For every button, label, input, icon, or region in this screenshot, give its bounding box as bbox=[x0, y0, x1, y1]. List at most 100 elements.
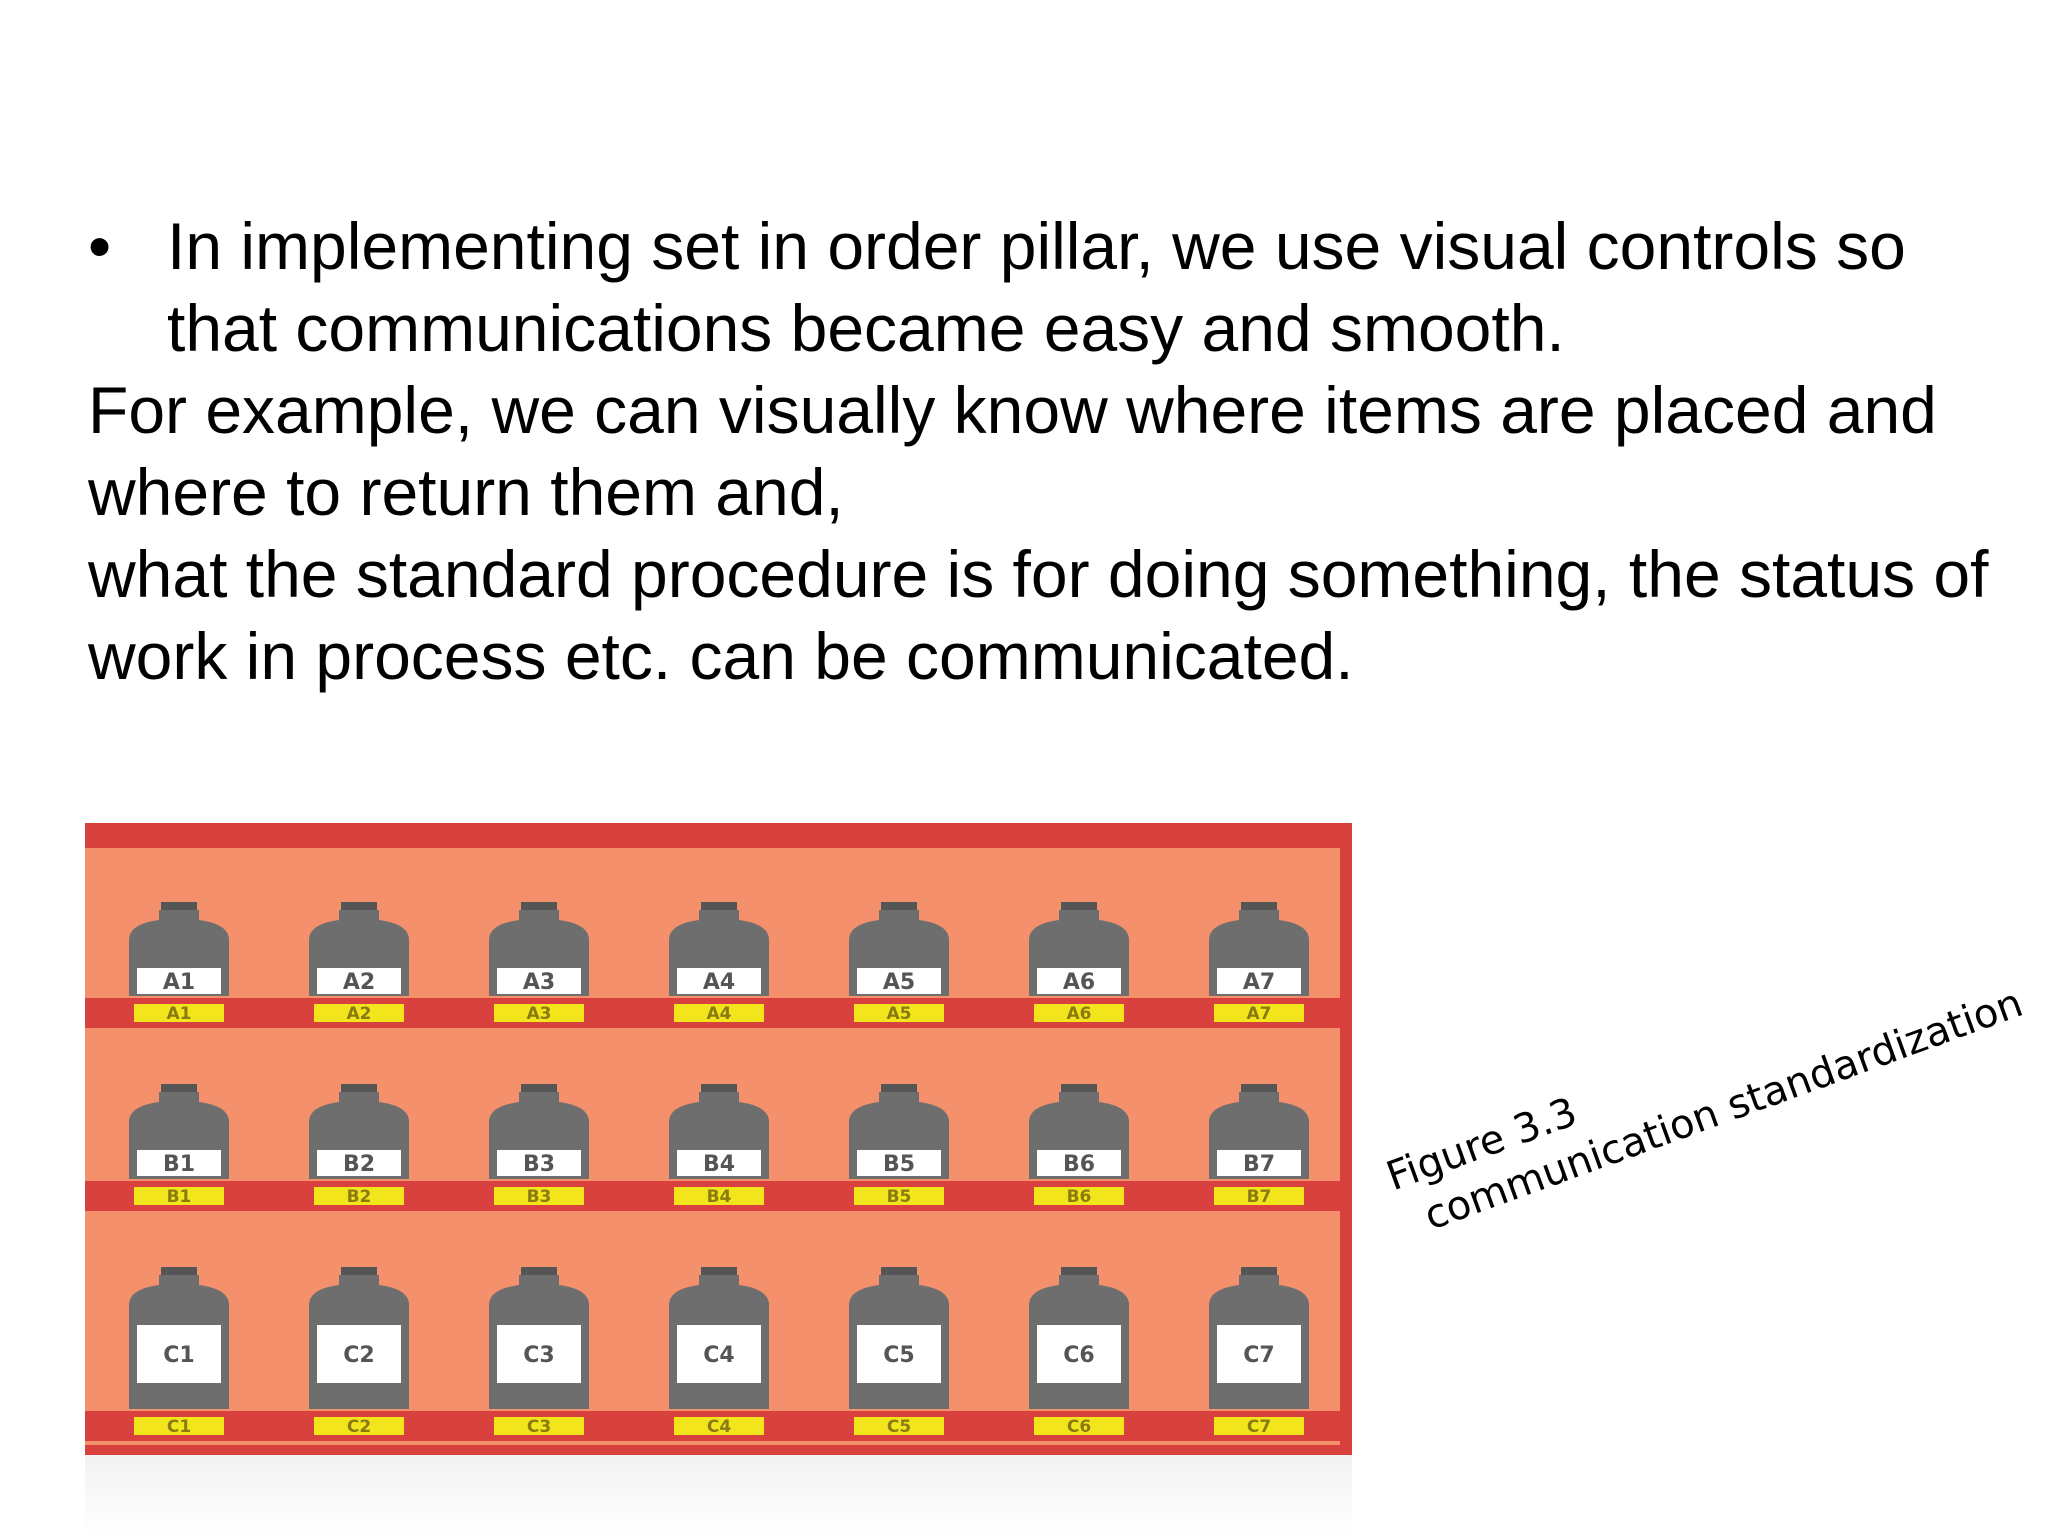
bottle-shoulder bbox=[1029, 1092, 1129, 1122]
shelf-tape bbox=[134, 1004, 224, 1022]
bottle-label-text: C4 bbox=[703, 1343, 734, 1368]
bottle-shoulder bbox=[129, 1092, 229, 1122]
bottle-shoulder bbox=[309, 1092, 409, 1122]
bottle-label bbox=[497, 968, 581, 994]
bottle-label-text: B7 bbox=[1243, 1152, 1275, 1177]
bottle-shoulder bbox=[849, 1092, 949, 1122]
bottle-shoulder bbox=[489, 1092, 589, 1122]
bottle-shoulder bbox=[489, 910, 589, 940]
bottle-shoulder bbox=[129, 1275, 229, 1305]
bottle-shoulder bbox=[1209, 1092, 1309, 1122]
figure-caption: Figure 3.3 communication standardization bbox=[1380, 931, 2029, 1249]
bottle-shoulder bbox=[669, 910, 769, 940]
bottle-cap bbox=[1061, 1084, 1097, 1094]
bottle-label bbox=[1217, 1325, 1301, 1383]
shelf-tape-text: A5 bbox=[887, 1004, 912, 1024]
shelf-tape bbox=[314, 1417, 404, 1435]
shelf-tape bbox=[494, 1004, 584, 1022]
bottle-label-text: A6 bbox=[1063, 970, 1095, 995]
paragraph-example: For example, we can visually know where … bbox=[88, 373, 1937, 529]
bottle-cap bbox=[341, 1084, 377, 1094]
bottle-label bbox=[497, 1150, 581, 1176]
bottle-cap bbox=[881, 1267, 917, 1277]
bottle-label bbox=[677, 1150, 761, 1176]
shelf-tape-text: C7 bbox=[1247, 1417, 1271, 1437]
bottle-label-text: B5 bbox=[883, 1152, 915, 1177]
shelf-tape bbox=[1214, 1004, 1304, 1022]
shelf-tape bbox=[854, 1004, 944, 1022]
bottle-label bbox=[677, 1325, 761, 1383]
paragraph-procedure: what the standard procedure is for doing… bbox=[88, 537, 1989, 693]
bottle-cap bbox=[341, 1267, 377, 1277]
bottle-label bbox=[1217, 968, 1301, 994]
bottle-label-text: B6 bbox=[1063, 1152, 1095, 1177]
bottle-cap bbox=[521, 1267, 557, 1277]
shelf-tape bbox=[674, 1004, 764, 1022]
bottle-cap bbox=[521, 1084, 557, 1094]
shelf-tape-text: C5 bbox=[887, 1417, 911, 1437]
bottle-cap bbox=[521, 902, 557, 912]
shelf-tape bbox=[1214, 1417, 1304, 1435]
shelf-tape bbox=[134, 1187, 224, 1205]
bottle-shoulder bbox=[849, 910, 949, 940]
shelf-tape-text: C4 bbox=[707, 1417, 731, 1437]
shelf-tape-text: B2 bbox=[347, 1187, 372, 1207]
figure-number: Figure 3.3 bbox=[1380, 1088, 1583, 1201]
shelf-tape-text: B1 bbox=[167, 1187, 192, 1207]
bottle-cap bbox=[1061, 902, 1097, 912]
bottle-cap bbox=[881, 1084, 917, 1094]
bottle-label bbox=[317, 1150, 401, 1176]
bottle-label-text: A5 bbox=[883, 970, 915, 995]
bottle-shoulder bbox=[489, 1275, 589, 1305]
bottle-shoulder bbox=[1209, 1275, 1309, 1305]
bottle-label bbox=[857, 1325, 941, 1383]
bottle-cap bbox=[161, 1084, 197, 1094]
bottle-label bbox=[677, 968, 761, 994]
bottle-label-text: C7 bbox=[1243, 1343, 1274, 1368]
bottle-cap bbox=[341, 902, 377, 912]
shelf-tape bbox=[854, 1187, 944, 1205]
shelf-tape-text: B6 bbox=[1067, 1187, 1092, 1207]
bottle-cap bbox=[881, 902, 917, 912]
bottle-label bbox=[137, 1325, 221, 1383]
shelf-illustration: A1A1A2A2A3A3A4A4A5A5A6A6A7A7B1B1B2B2B3B3… bbox=[85, 823, 1352, 1455]
bottle-label bbox=[1037, 968, 1121, 994]
bullet-item: • In implementing set in order pillar, w… bbox=[88, 205, 2018, 369]
shelf-tape-text: B5 bbox=[887, 1187, 912, 1207]
bottle-label-text: C3 bbox=[523, 1343, 554, 1368]
bottle-label-text: A3 bbox=[523, 970, 555, 995]
bottle-label bbox=[137, 968, 221, 994]
bottle-shoulder bbox=[309, 1275, 409, 1305]
bottle-shoulder bbox=[1029, 910, 1129, 940]
figure-bottom-fade bbox=[85, 1455, 1352, 1536]
bottle-cap bbox=[701, 1267, 737, 1277]
slide-body: • In implementing set in order pillar, w… bbox=[88, 205, 2018, 697]
bullet-dot-icon: • bbox=[88, 209, 112, 283]
bottle-label-text: C2 bbox=[343, 1343, 374, 1368]
bottle-label bbox=[857, 968, 941, 994]
shelf-tape-text: B3 bbox=[527, 1187, 552, 1207]
shelf-tape bbox=[1034, 1417, 1124, 1435]
shelf-tape bbox=[1034, 1187, 1124, 1205]
shelf-tape bbox=[134, 1417, 224, 1435]
bottle-label-text: C5 bbox=[883, 1343, 914, 1368]
bottle-shoulder bbox=[669, 1275, 769, 1305]
bullet-text: In implementing set in order pillar, we … bbox=[167, 209, 1906, 365]
bottle-label-text: B2 bbox=[343, 1152, 375, 1177]
bottle-cap bbox=[701, 902, 737, 912]
shelf-tape bbox=[314, 1004, 404, 1022]
bottle-label bbox=[1037, 1325, 1121, 1383]
bottle-shoulder bbox=[309, 910, 409, 940]
bottle-shoulder bbox=[669, 1092, 769, 1122]
shelf-tape bbox=[854, 1417, 944, 1435]
shelf-tape-text: B4 bbox=[707, 1187, 732, 1207]
bottle-label-text: B3 bbox=[523, 1152, 555, 1177]
shelf-tape-text: A7 bbox=[1247, 1004, 1272, 1024]
bottle-shoulder bbox=[1209, 910, 1309, 940]
bottle-label bbox=[137, 1150, 221, 1176]
shelf-tape bbox=[674, 1417, 764, 1435]
bottle-cap bbox=[1061, 1267, 1097, 1277]
shelf-tape-text: C2 bbox=[347, 1417, 371, 1437]
bottle-label-text: C6 bbox=[1063, 1343, 1094, 1368]
